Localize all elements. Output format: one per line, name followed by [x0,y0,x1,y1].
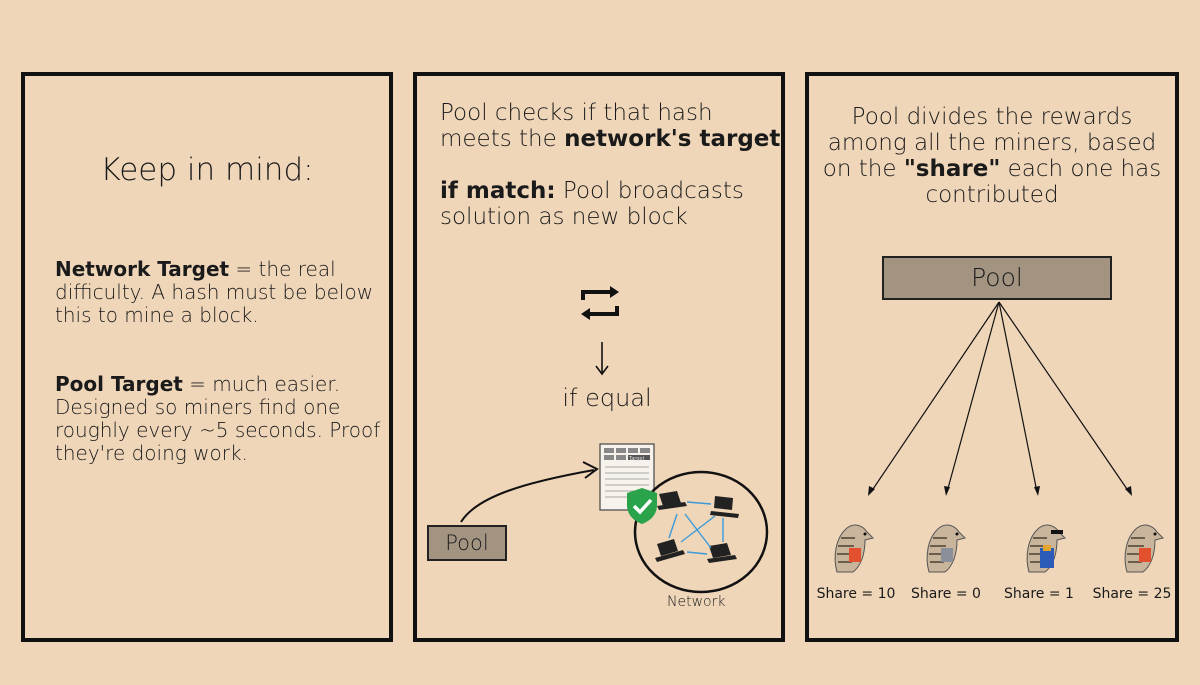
network-target-desc: = the real difficulty. A hash must be be… [55,257,374,327]
curved-arrow [460,461,599,523]
network-circle [633,470,769,594]
reward-arrows [868,301,1132,496]
pool-target-term: Pool Target [55,372,183,396]
panel-reward-division: Pool divides the rewards among all the m… [805,72,1179,642]
keep-in-mind-heading: Keep in mind: [100,152,314,188]
share-label-3: Share = 1 [1004,586,1074,602]
panel-pool-check: Pool checks if that hash meets the netwo… [413,72,785,642]
pool-box: Pool [427,525,507,561]
share-label-4: Share = 25 [1092,586,1172,602]
pool-check-prefix: Pool checks if that hash meets the [440,100,713,152]
network-target-term: Network Target [55,257,230,281]
if-match-rest: Pool broadcasts solution as new block [440,178,744,230]
pangolin-miner-3 [1026,524,1066,573]
block-target-tag: Target [629,456,645,462]
pool-check-text: Pool checks if that hash meets the netwo… [440,100,785,152]
share-label-2: Share = 0 [911,586,981,602]
panel-keep-in-mind: Keep in mind: Network Target = the real … [21,72,393,642]
pangolin-miner-4 [1124,524,1164,573]
reward-title-suffix: each one has contributed [925,156,1162,208]
if-equal-label: if equal [562,384,652,412]
network-target-bold: network's target [564,126,781,152]
network-label: Network [667,594,726,610]
pangolin-miner-1 [834,524,874,573]
share-label-1: Share = 10 [816,586,896,602]
pool-box-rewards: Pool [882,256,1112,300]
reward-title-prefix: Pool divides the rewards among all the m… [822,104,1157,182]
pool-target-desc: = much easier. Designed so miners find o… [55,372,381,465]
share-bold: "share" [903,156,1001,182]
pool-target-paragraph: Pool Target = much easier. Designed so m… [55,373,385,465]
reward-division-text: Pool divides the rewards among all the m… [817,104,1167,208]
pangolin-miner-2 [926,524,966,573]
shield-check-icon [627,488,657,524]
exchange-icon [581,286,619,320]
if-match-text: if match: Pool broadcasts solution as ne… [440,178,785,230]
network-target-paragraph: Network Target = the real difficulty. A … [55,258,385,327]
down-arrow-icon [595,342,609,376]
if-match-bold: if match: [440,178,556,204]
